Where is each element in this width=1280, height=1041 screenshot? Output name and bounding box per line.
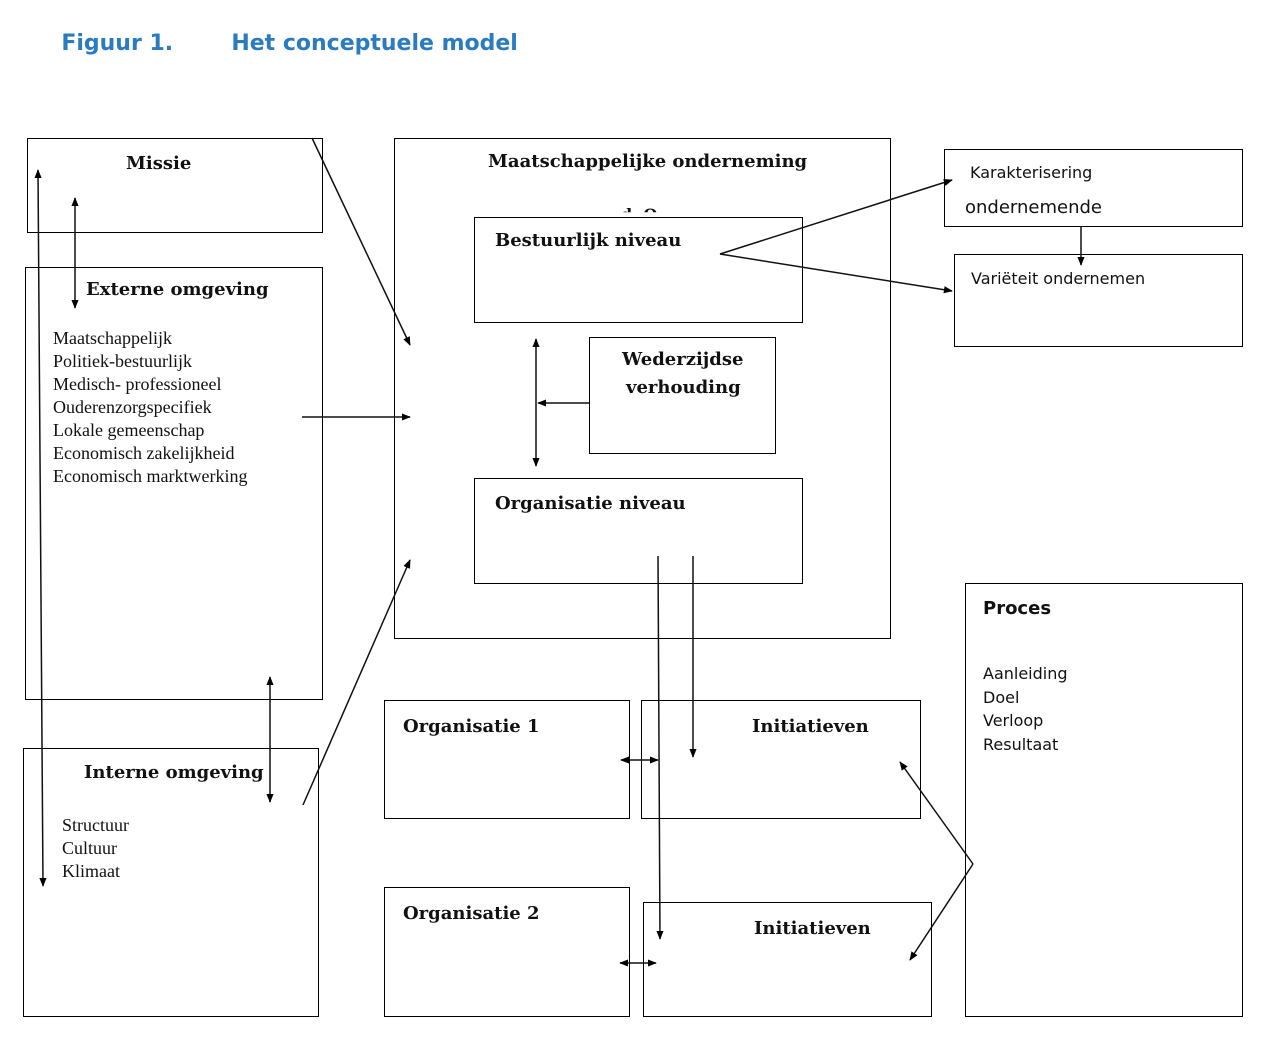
figure-number: Figuur 1. [61,31,174,56]
wederzijdse-line2: verhouding [626,377,741,398]
karakterisering-line2: ondernemende [965,197,1103,218]
proces-list: Aanleiding Doel Verloop Resultaat [983,662,1068,756]
bestuurlijk-niveau-box [474,217,803,323]
proces-box [965,583,1243,1017]
arrow-proces-initiatieven1 [899,761,974,865]
interne-omgeving-box [23,748,319,1017]
bestuurlijk-niveau-title: Bestuurlijk niveau [495,230,682,251]
arrow-bestuurlijk-varieteit [719,253,953,294]
list-item: Ouderenzorgspecifiek [53,397,212,417]
list-item: Lokale gemeenschap [53,420,205,440]
missie-title: Missie [126,153,192,174]
arrow-orgniveau-initiatieven2 [656,555,664,940]
arrow-proces-initiatieven2 [909,863,974,961]
wederzijdse-verhouding-box [589,337,776,454]
organisatie-niveau-title: Organisatie niveau [495,493,686,514]
interne-omgeving-title: Interne omgeving [84,762,264,783]
organisatie-2-title: Organisatie 2 [403,903,540,924]
organisatie-2-box [384,887,630,1017]
list-item: Structuur [62,815,129,835]
figure-title: Figuur 1. Het conceptuele model [46,6,518,56]
list-item: Resultaat [983,734,1059,754]
karakterisering-box [944,149,1243,227]
varieteit-box [954,254,1243,347]
maatschappelijke-onderneming-box [394,138,891,639]
interne-omgeving-list: Structuur Cultuur Klimaat [62,814,129,883]
list-item: Politiek-bestuurlijk [53,351,192,371]
arrow-left-long [34,169,47,887]
list-item: Maatschappelijk [53,328,172,348]
figure-caption: Het conceptuele model [231,31,518,56]
arrow-interne-onderneming [302,559,411,806]
karakterisering-line1: Karakterisering [970,163,1093,182]
arrow-missie-onderneming [311,137,411,346]
list-item: Medisch- professioneel [53,374,222,394]
initiatieven-1-title: Initiatieven [752,716,869,737]
organisatie-niveau-box [474,478,803,584]
arrow-bestuurlijk-karakterisering [719,179,953,255]
list-item: Economisch marktwerking [53,466,248,486]
list-item: Klimaat [62,861,120,881]
externe-omgeving-box [25,267,323,700]
list-item: Doel [983,687,1020,707]
title-fragment: d. O [621,205,658,224]
list-item: Aanleiding [983,664,1068,683]
externe-omgeving-title: Externe omgeving [86,279,269,300]
list-item: Verloop [983,711,1044,730]
varieteit-title: Variëteit ondernemen [971,269,1146,288]
list-item: Economisch zakelijkheid [53,443,235,463]
externe-omgeving-list: Maatschappelijk Politiek-bestuurlijk Med… [53,327,247,488]
proces-title: Proces [983,598,1052,619]
list-item: Cultuur [62,838,118,858]
missie-box [27,138,323,233]
initiatieven-2-title: Initiatieven [754,918,871,939]
maatschappelijke-onderneming-title: Maatschappelijke onderneming [488,151,808,172]
wederzijdse-line1: Wederzijdse [622,349,744,370]
organisatie-1-title: Organisatie 1 [403,716,540,737]
